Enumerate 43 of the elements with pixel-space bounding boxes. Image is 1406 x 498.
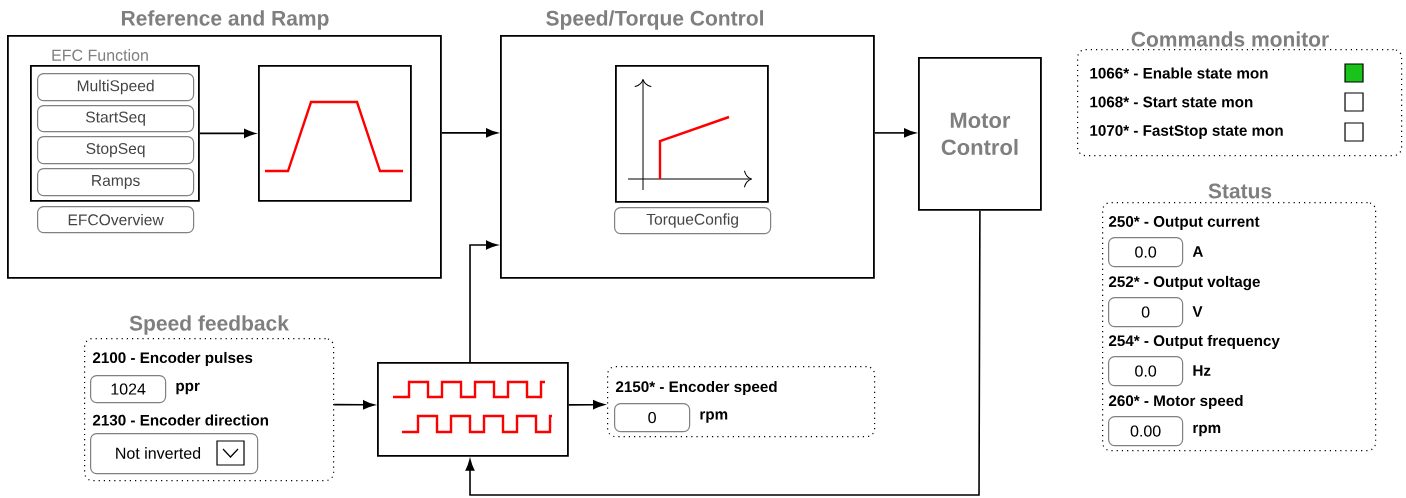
panel-title: EFC Function <box>52 49 148 61</box>
panel-title: Status <box>1208 183 1272 199</box>
arrow <box>465 210 981 496</box>
field-label: 2100 - Encoder pulses <box>92 351 253 367</box>
arrow <box>333 400 375 410</box>
panel-title: Speed/Torque Control <box>546 10 763 30</box>
button: StartSeq <box>37 105 195 133</box>
panel-title: Commands monitor <box>1131 31 1329 47</box>
field-label: 2150* - Encoder speed <box>615 380 777 396</box>
button: Ramps <box>37 168 195 197</box>
button: StopSeq <box>37 136 195 165</box>
value-field: 0.0 <box>1108 356 1184 387</box>
arrow <box>441 128 498 138</box>
field-label: 2130 - Encoder direction <box>92 414 268 426</box>
unit-label: rpm <box>1193 424 1221 437</box>
dropdown-value: Not inverted <box>116 447 201 459</box>
arrow <box>568 400 605 410</box>
field-label: 1066* - Enable state mon <box>1090 67 1268 79</box>
unit-label: rpm <box>700 411 728 423</box>
arrow <box>874 128 916 138</box>
value-field: 1024 <box>90 375 167 404</box>
panel-title: Reference and Ramp <box>121 10 329 30</box>
button: TorqueConfig <box>614 207 772 235</box>
value-field: 0 <box>1108 297 1184 328</box>
unit-label: A <box>1192 246 1203 257</box>
panel-title: Speed feedback <box>129 315 289 335</box>
field-label: 260* - Motor speed <box>1108 394 1243 410</box>
field-label: 252* - Output voltage <box>1108 275 1260 291</box>
unit-label: Hz <box>1193 365 1211 376</box>
field-label: 1068* - Start state mon <box>1090 96 1253 108</box>
arrow <box>199 128 256 138</box>
value-field: 0 <box>614 403 691 433</box>
unit-label: ppr <box>176 382 200 395</box>
button: EFCOverview <box>37 206 195 234</box>
value-field: 0.0 <box>1108 237 1184 268</box>
field-label: 1070* - FastStop state mon <box>1090 125 1283 139</box>
value-field: 0.00 <box>1108 416 1184 447</box>
field-label: 250* - Output current <box>1108 216 1260 230</box>
button: MultiSpeed <box>37 73 195 102</box>
block-box: Motor Control <box>918 57 1042 211</box>
unit-label: V <box>1192 306 1203 317</box>
arrow <box>469 240 498 363</box>
field-label: 254* - Output frequency <box>1108 334 1280 350</box>
